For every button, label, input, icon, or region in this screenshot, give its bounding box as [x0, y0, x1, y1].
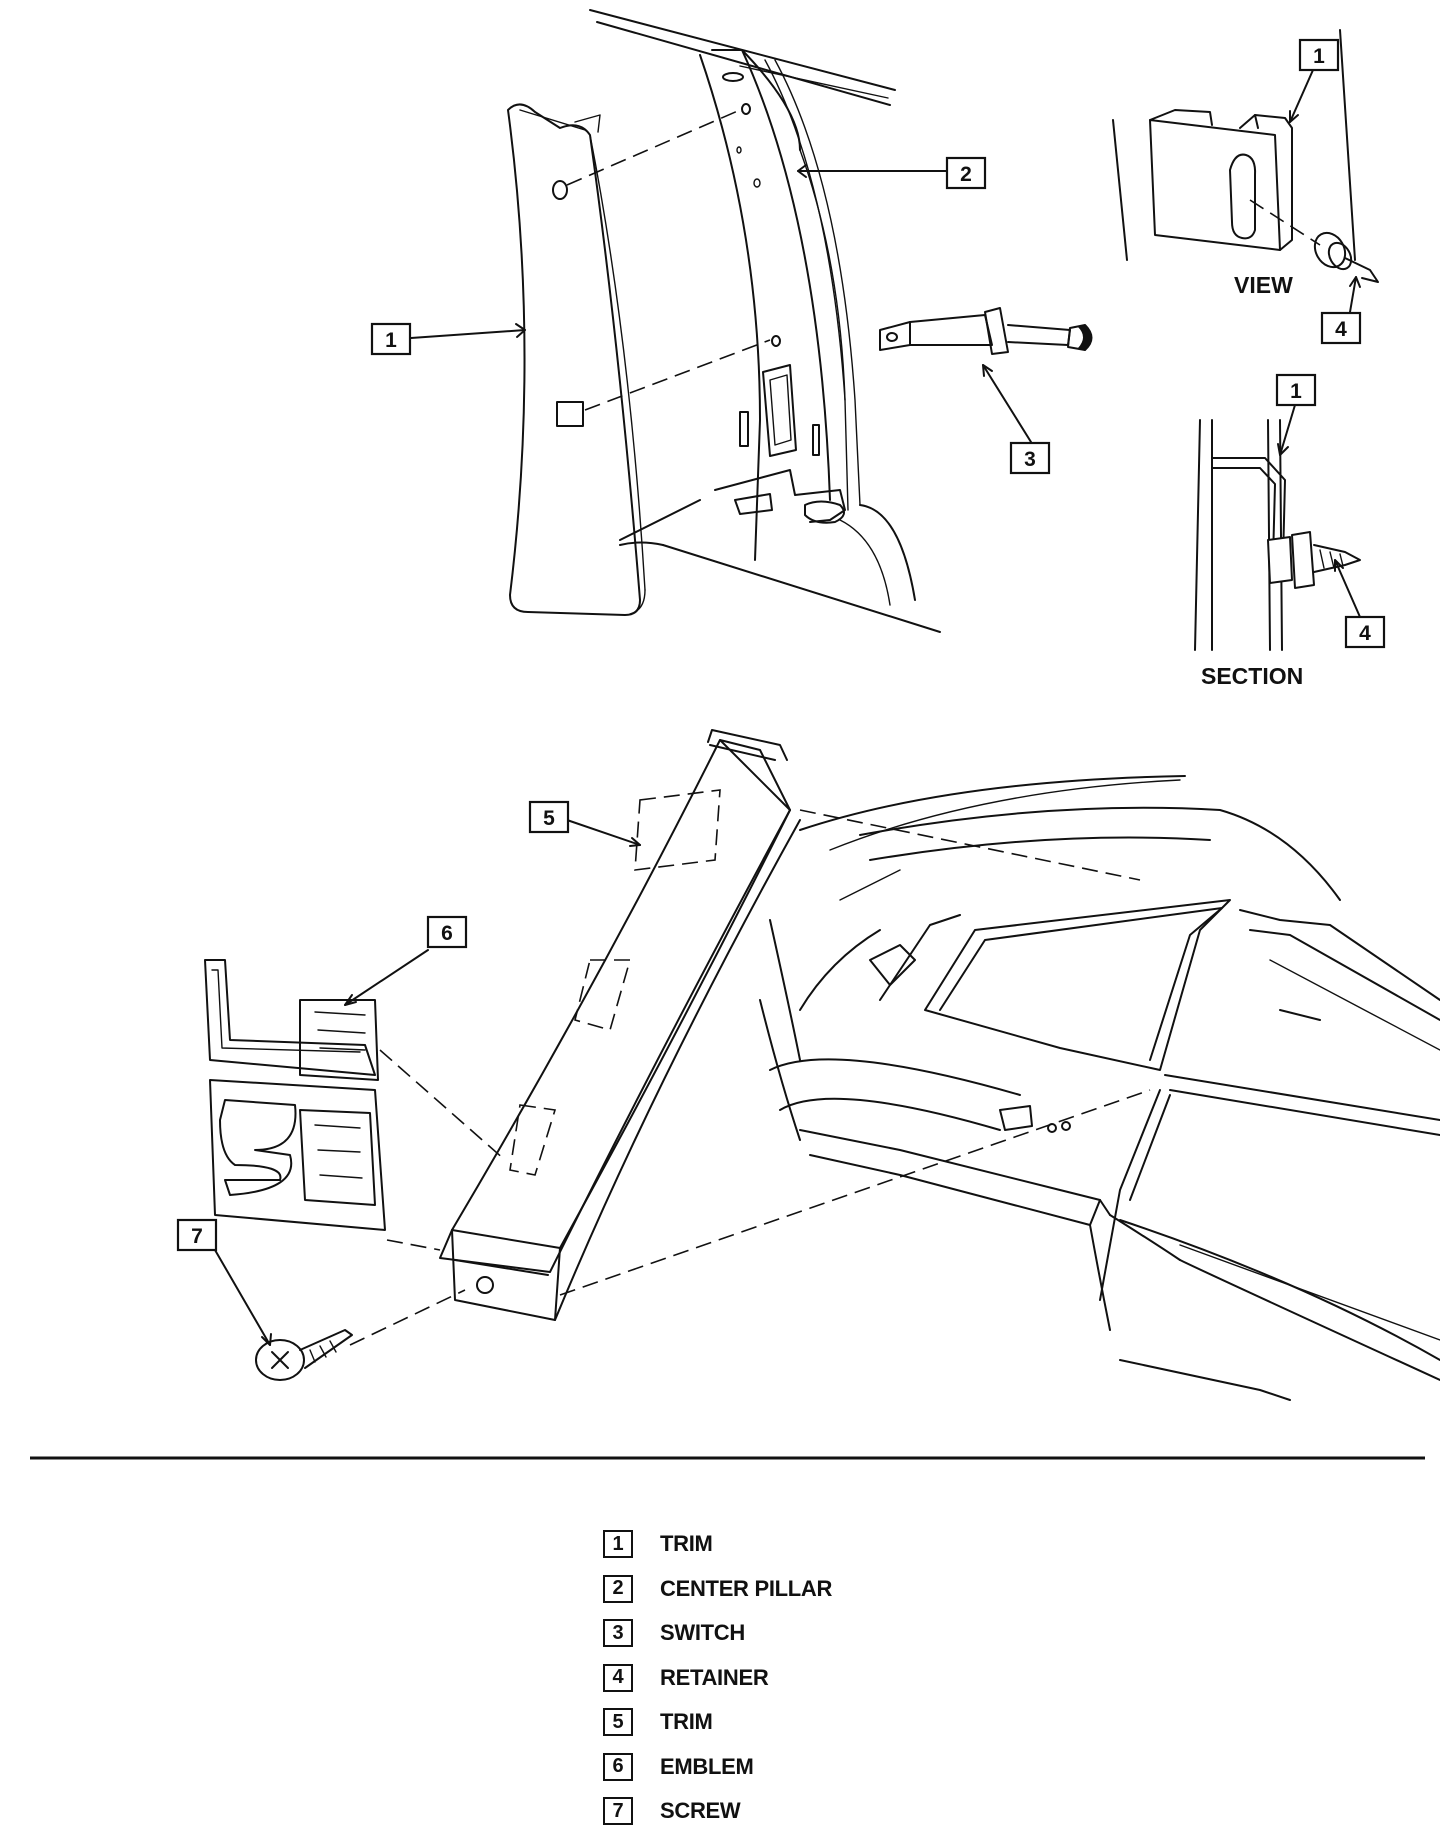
leader-lines-top: [410, 164, 1032, 443]
svg-text:1: 1: [1313, 45, 1325, 68]
legend-number: 5: [603, 1708, 633, 1737]
legend-number: 4: [603, 1663, 633, 1692]
emblem-part-6: [204, 959, 386, 1231]
legend-item: 7 SCREW: [603, 1789, 1023, 1834]
legend-label: TRIM: [660, 1531, 713, 1557]
svg-text:4: 4: [1359, 622, 1371, 645]
parts-legend: 1 TRIM 2 CENTER PILLAR 3 SWITCH 4 RETAIN…: [603, 1522, 1023, 1834]
legend-item: 1 TRIM: [603, 1522, 1023, 1567]
screw-part-7: [255, 1329, 353, 1381]
legend-number: 3: [603, 1619, 633, 1648]
svg-text:6: 6: [441, 922, 453, 945]
svg-text:4: 4: [1335, 318, 1347, 341]
legend-label: SCREW: [660, 1798, 741, 1824]
svg-text:7: 7: [191, 1225, 203, 1248]
section-detail: [1194, 419, 1361, 651]
leader-lines-bottom: [214, 819, 641, 1346]
section-label: SECTION: [1201, 663, 1303, 689]
callout-7-screw: 7: [176, 1218, 218, 1252]
callout-2-center-pillar: 2: [945, 156, 987, 190]
roof-edge-lines: [589, 9, 896, 106]
legend-label: SWITCH: [660, 1620, 745, 1646]
legend-label: EMBLEM: [660, 1753, 754, 1779]
legend-item: 2 CENTER PILLAR: [603, 1567, 1023, 1612]
legend-label: TRIM: [660, 1709, 713, 1735]
legend-item: 3 SWITCH: [603, 1611, 1023, 1656]
callout-1-trim: 1: [370, 322, 412, 356]
section-leaders: [1277, 404, 1361, 618]
svg-text:1: 1: [385, 329, 397, 352]
svg-text:1: 1: [1290, 380, 1302, 403]
view-leaders: [1289, 69, 1361, 313]
center-pillar-part-2: [619, 49, 941, 633]
bottom-dashed-alignment: [349, 809, 1151, 1346]
trim-panel-part-1: [507, 103, 646, 616]
legend-label: CENTER PILLAR: [660, 1575, 833, 1601]
legend-number: 6: [603, 1752, 633, 1781]
view-detail: [1112, 29, 1379, 283]
callout-3-switch: 3: [1009, 441, 1051, 475]
legend-number: 1: [603, 1530, 633, 1559]
callout-5-trim: 5: [528, 800, 570, 834]
callout-4-section: 4: [1344, 615, 1386, 649]
callout-1-view: 1: [1298, 38, 1340, 72]
view-label: VIEW: [1234, 272, 1293, 298]
legend-label: RETAINER: [660, 1664, 769, 1690]
switch-part-3: [879, 307, 1093, 355]
callout-6-emblem: 6: [426, 915, 468, 949]
car-body-outline: [759, 775, 1440, 1401]
svg-text:5: 5: [543, 807, 555, 830]
legend-item: 6 EMBLEM: [603, 1745, 1023, 1790]
legend-item: 5 TRIM: [603, 1700, 1023, 1745]
legend-number: 2: [603, 1574, 633, 1603]
callout-4-view: 4: [1320, 311, 1362, 345]
svg-text:3: 3: [1024, 448, 1036, 471]
pillar-dashed-alignment: [566, 109, 771, 411]
svg-text:2: 2: [960, 163, 972, 186]
callout-1-section: 1: [1275, 373, 1317, 407]
rear-trim-part-5: [439, 729, 801, 1321]
legend-number: 7: [603, 1797, 633, 1826]
legend-item: 4 RETAINER: [603, 1656, 1023, 1701]
